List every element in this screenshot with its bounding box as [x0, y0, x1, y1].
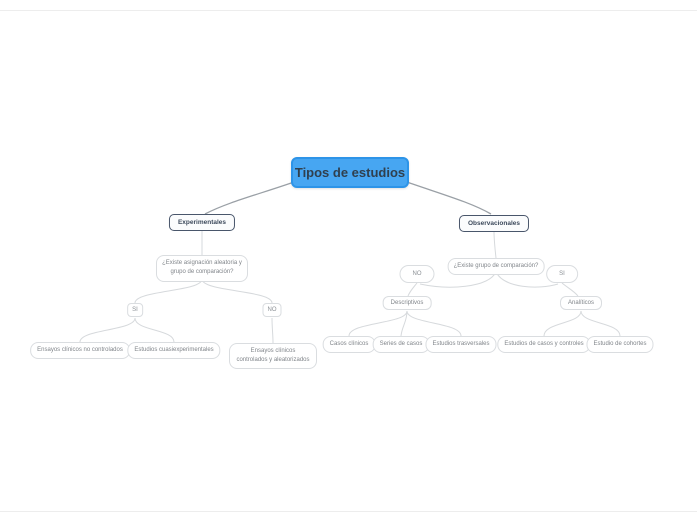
connector-si-leaf1	[79, 317, 136, 343]
node-root-tipos-de-estudios[interactable]: Tipos de estudios	[291, 157, 409, 188]
node-leaf-ensayos-no-controlados[interactable]: Ensayos clínicos no controlados	[30, 342, 130, 359]
canvas-top-border	[0, 10, 697, 11]
node-descriptivos[interactable]: Descriptivos	[382, 296, 432, 310]
node-answer-si-right[interactable]: SI	[546, 265, 578, 283]
node-leaf-cohortes[interactable]: Estudio de cohortes	[586, 336, 654, 353]
connector-si-analiticos	[561, 282, 579, 297]
canvas-bottom-border	[0, 511, 697, 512]
connector-root-observacionales	[403, 180, 492, 215]
node-observacionales[interactable]: Observacionales	[458, 215, 530, 232]
node-leaf-estudios-trasversales[interactable]: Estudios trasversales	[425, 336, 497, 353]
connector-descriptivos-leaf3	[406, 310, 462, 337]
connector-analiticos-leaf4	[543, 310, 582, 337]
node-leaf-casos-clinicos[interactable]: Casos clínicos	[322, 336, 376, 353]
connector-root-experimentales	[204, 180, 298, 215]
node-answer-no-right[interactable]: NO	[399, 265, 435, 283]
connector-question-si-left	[134, 278, 203, 304]
connector-descriptivos-leaf2	[400, 310, 408, 337]
node-leaf-casos-y-controles[interactable]: Estudios de casos y controles	[497, 336, 591, 353]
node-leaf-series-de-casos[interactable]: Series de casos	[372, 336, 430, 353]
connector-no-descriptivos	[407, 282, 418, 297]
node-answer-si-left[interactable]: SI	[127, 303, 143, 317]
connector-analiticos-leaf5	[580, 310, 621, 337]
node-question-asignacion-aleatoria[interactable]: ¿Existe asignación aleatoria y grupo de …	[156, 255, 248, 282]
connector-si-leaf2	[134, 317, 175, 343]
connector-observacionales-question	[493, 230, 497, 259]
node-leaf-cuasiexperimentales[interactable]: Estudios cuasiexperimentales	[127, 342, 221, 359]
node-question-grupo-comparacion[interactable]: ¿Existe grupo de comparación?	[447, 258, 545, 276]
node-experimentales[interactable]: Experimentales	[168, 214, 236, 231]
connector-question-no-left	[201, 278, 273, 304]
node-leaf-ensayos-controlados-aleatorizados[interactable]: Ensayos clínicos controlados y aleatoriz…	[229, 343, 317, 369]
node-analiticos[interactable]: Analíticos	[559, 296, 603, 310]
node-answer-no-left[interactable]: NO	[262, 303, 282, 317]
connector-descriptivos-leaf1	[348, 310, 408, 337]
connector-no-leaf3	[271, 317, 274, 344]
